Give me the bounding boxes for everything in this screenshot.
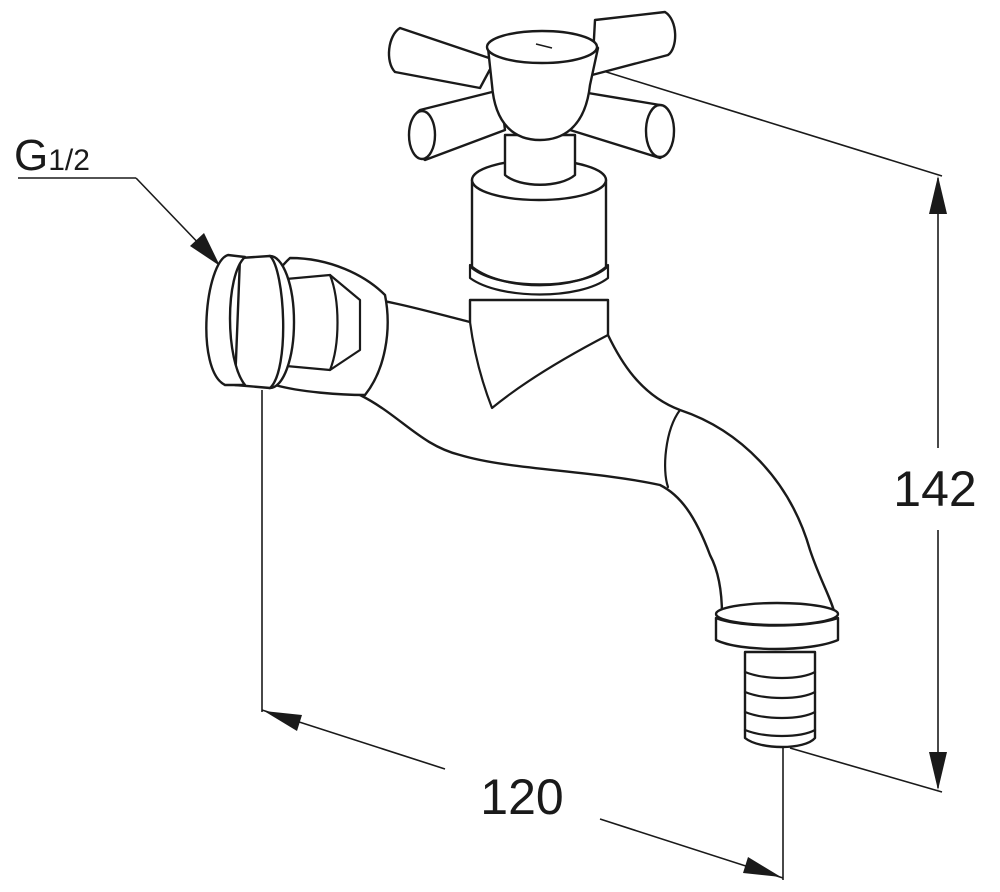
- height-dimension-label: 142: [893, 461, 976, 517]
- width-dimension-label: 120: [480, 769, 563, 825]
- cross-handle: [387, 10, 677, 162]
- faucet: [205, 10, 840, 749]
- stem: [503, 133, 577, 186]
- arrow-down-icon: [929, 752, 947, 790]
- spout-collar: [664, 408, 682, 489]
- faucet-pipe: [343, 293, 837, 617]
- nozzle-ring-top: [714, 601, 840, 627]
- arrow-up-icon: [929, 176, 947, 214]
- width-dimension: 120: [261, 390, 784, 880]
- thread-label: G1/2: [14, 131, 90, 180]
- height-extension-top: [599, 69, 943, 177]
- arrow-right-icon: [743, 857, 781, 877]
- thread-leader: [135, 177, 206, 251]
- bonnet-ring: [468, 263, 610, 296]
- thread-callout: G1/2: [14, 131, 220, 266]
- inlet-nut: [205, 253, 389, 397]
- body-shoulder: [468, 320, 610, 410]
- height-dimension: 142: [599, 69, 977, 793]
- thread-arrow-icon: [190, 233, 220, 266]
- hose-barb: [743, 650, 817, 749]
- height-extension-bottom: [789, 747, 943, 793]
- arrow-left-icon: [264, 711, 302, 731]
